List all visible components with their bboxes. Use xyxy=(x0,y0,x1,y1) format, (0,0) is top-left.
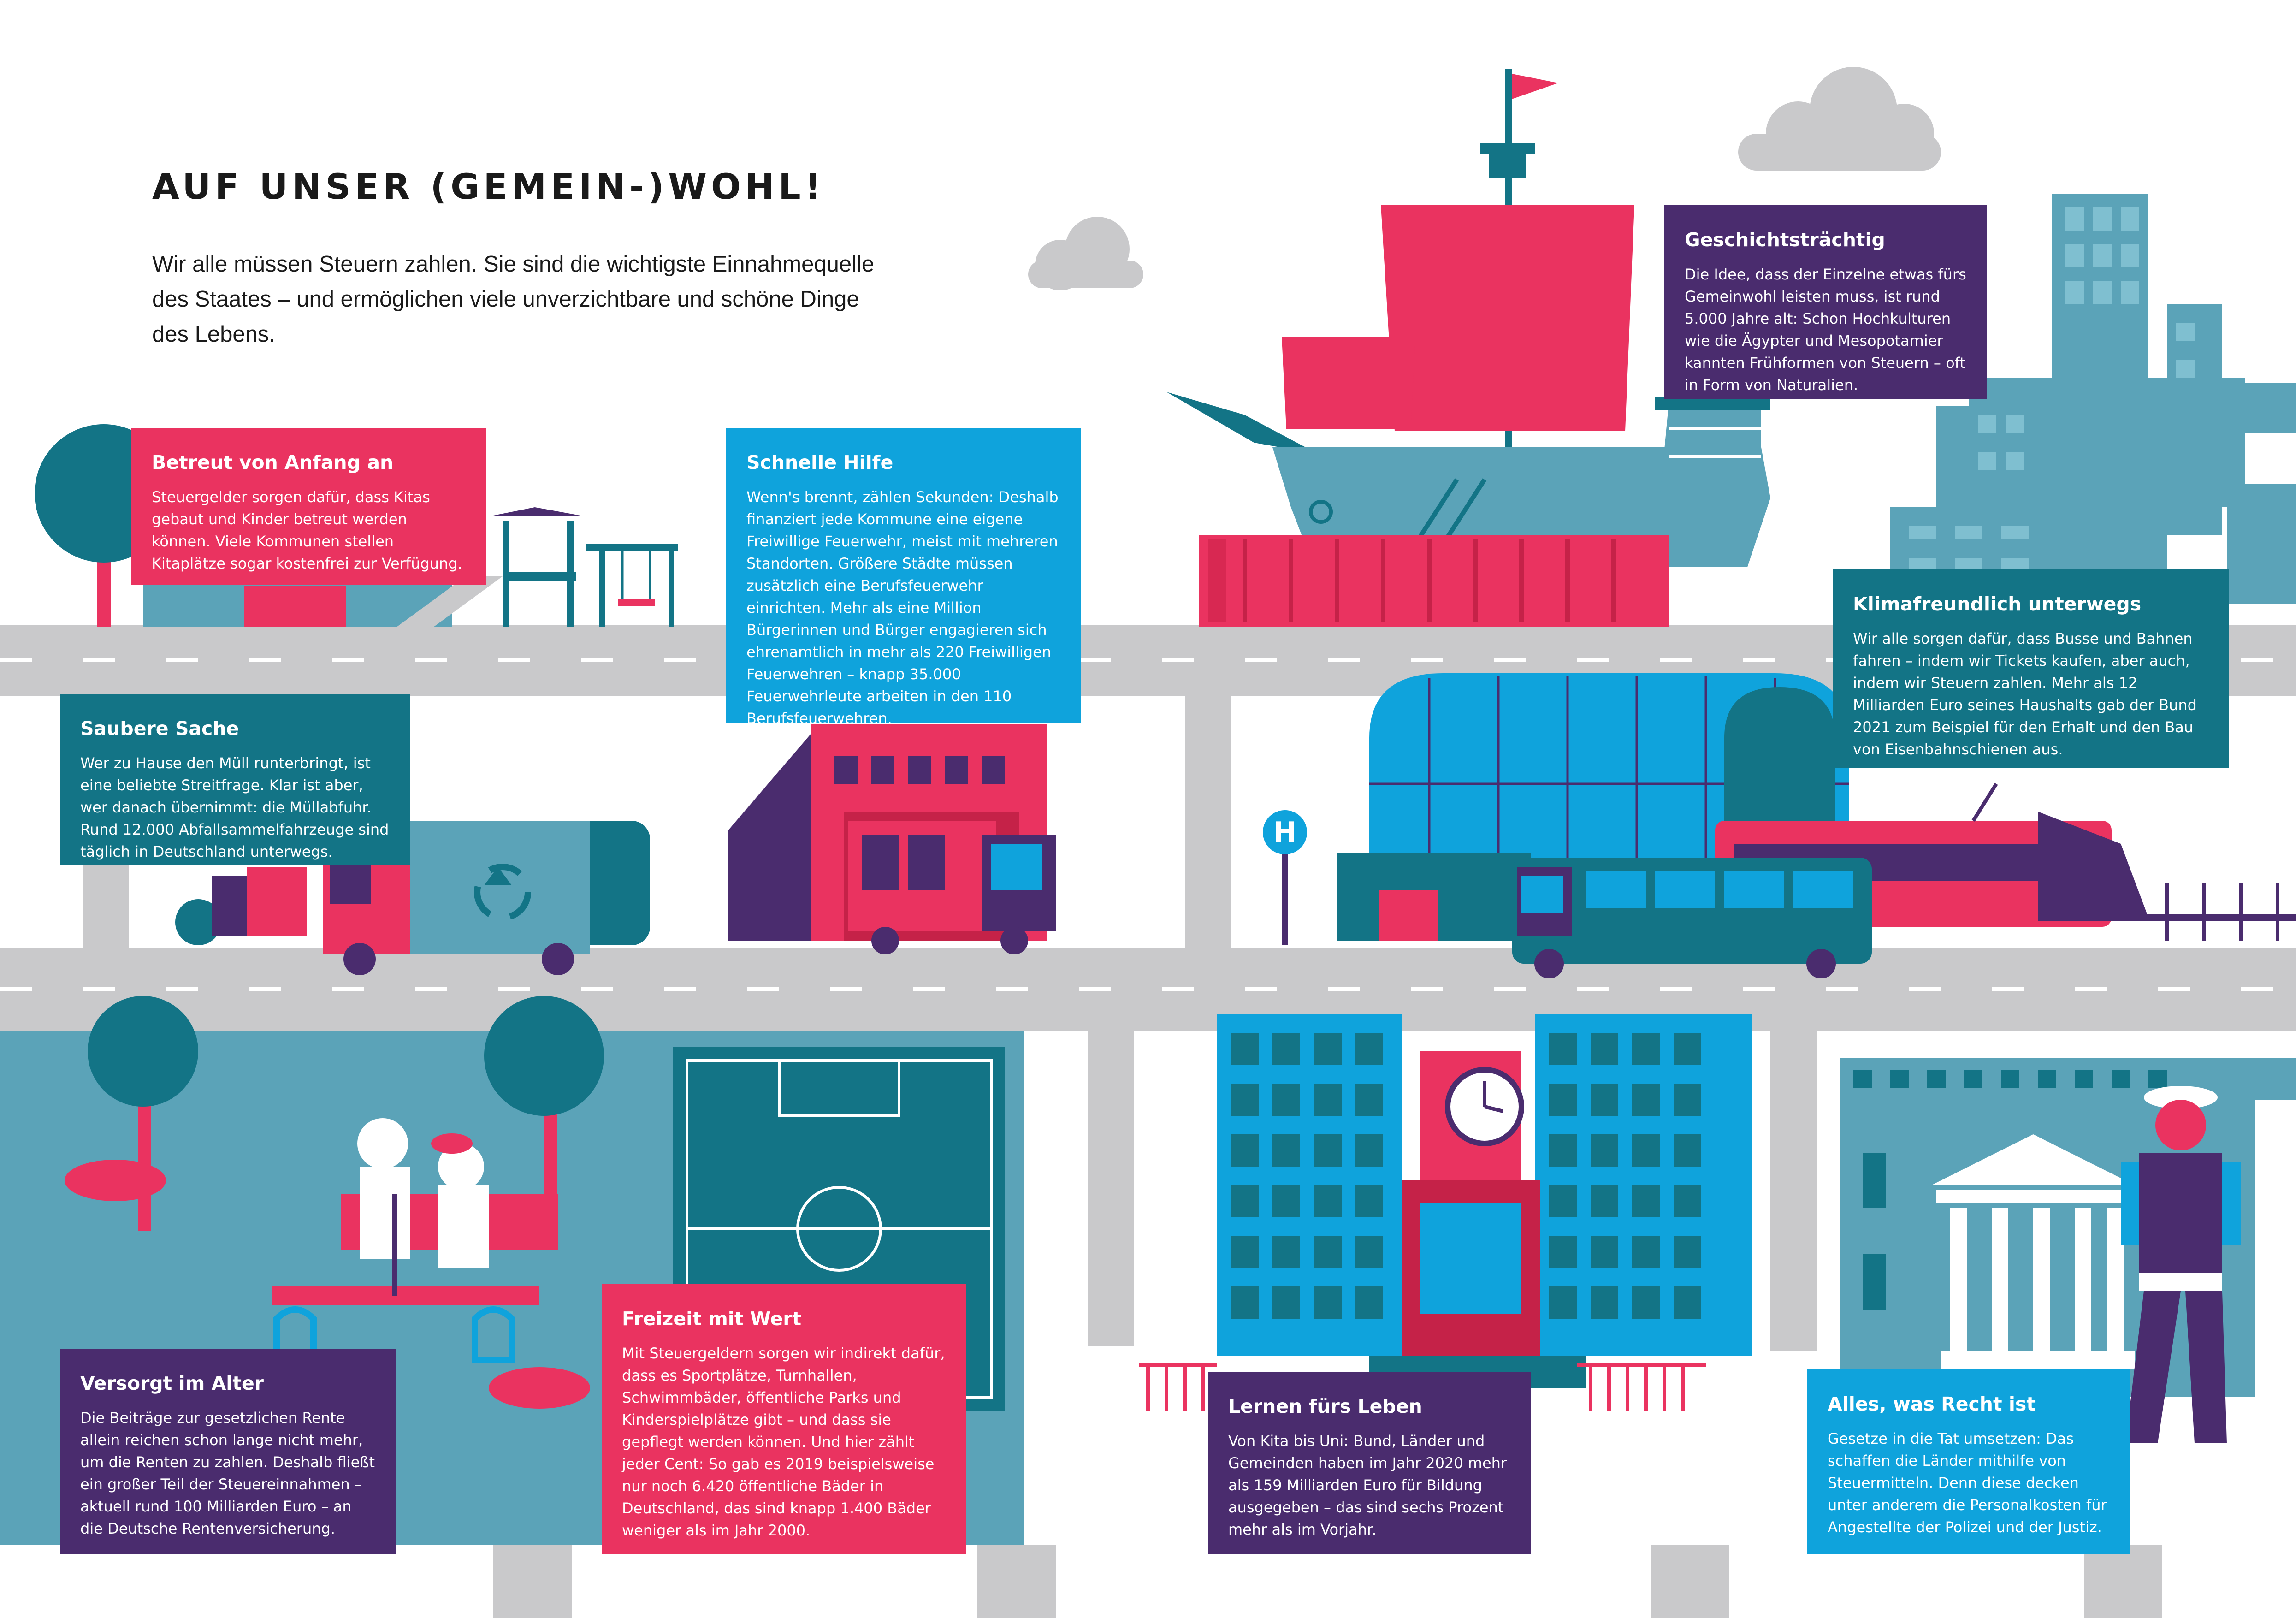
grandfather xyxy=(438,1144,484,1190)
road-vertical-right xyxy=(1770,1014,1817,1351)
main-sail xyxy=(1381,205,1634,431)
info-box-title: Alles, was Recht ist xyxy=(1828,1393,2036,1415)
road-vertical-center xyxy=(1185,673,1231,959)
info-box-feuerwehr: Schnelle Hilfe Wenn's brennt, zählen Sek… xyxy=(726,428,1081,723)
playground-roof xyxy=(489,507,586,516)
info-box-title: Freizeit mit Wert xyxy=(622,1308,802,1330)
intro-text: Wir alle müssen Steuern zahlen. Sie sind… xyxy=(152,252,875,347)
info-box-text: Gesetze in die Tat umsetzen: Das schaffe… xyxy=(1828,1430,2107,1536)
swing-seat xyxy=(618,599,655,606)
garbage-bag xyxy=(175,899,221,945)
info-box-text: Die Idee, dass der Einzelne etwas fürs G… xyxy=(1685,266,1966,394)
walking-stick xyxy=(392,1194,397,1296)
clouds xyxy=(1028,67,1941,290)
info-box-klima: Klimafreundlich unterwegs Wir alle sorge… xyxy=(1833,569,2229,768)
page-title: AUF UNSER (GEMEIN-)WOHL! xyxy=(152,166,825,207)
info-box-bildung: Lernen fürs Leben Von Kita bis Uni: Bund… xyxy=(1208,1372,1531,1554)
road-bottom-center xyxy=(977,1545,1056,1618)
info-box-title: Schnelle Hilfe xyxy=(746,451,894,474)
info-box-title: Betreut von Anfang an xyxy=(152,451,394,474)
cloud-left xyxy=(1028,217,1143,290)
info-box-geschichte: Geschichtsträchtig Die Idee, dass der Ei… xyxy=(1664,205,1987,399)
bus-stop-sign xyxy=(1263,810,1307,854)
swing-frame xyxy=(586,544,678,551)
road-bottom-left xyxy=(493,1545,572,1618)
info-box-title: Geschichtsträchtig xyxy=(1685,229,1885,251)
info-box-text: Wir alle sorgen dafür, dass Busse und Ba… xyxy=(1853,630,2197,758)
info-box-recht: Alles, was Recht ist Gesetze in die Tat … xyxy=(1807,1369,2130,1554)
road-bottom-right xyxy=(1651,1545,1729,1618)
police-officer xyxy=(2121,1086,2241,1443)
ship-flag xyxy=(1512,74,1558,99)
court-scene xyxy=(1840,1058,2296,1443)
info-box-rente: Versorgt im Alter Die Beiträge zur geset… xyxy=(60,1349,396,1554)
info-box-title: Saubere Sache xyxy=(80,717,239,740)
slide xyxy=(396,576,503,627)
school-scene xyxy=(1139,1014,1752,1411)
fire-station-scene xyxy=(728,724,1056,954)
info-box-title: Versorgt im Alter xyxy=(80,1372,264,1394)
harbour-container xyxy=(1199,535,1669,627)
bus-stop-label: H xyxy=(1273,816,1297,848)
road-vertical-mid xyxy=(1088,1014,1134,1346)
truck-body xyxy=(396,821,590,954)
grandmother xyxy=(357,1118,408,1169)
bench-seat xyxy=(272,1286,539,1305)
info-box-text: Die Beiträge zur gesetzlichen Rente alle… xyxy=(80,1409,375,1537)
info-box-text: Steuergelder sorgen dafür, dass Kitas ge… xyxy=(152,488,462,572)
info-box-text: Wenn's brennt, zählen Sekunden: Deshalb … xyxy=(746,488,1059,723)
info-box-freizeit: Freizeit mit Wert Mit Steuergeldern sorg… xyxy=(602,1284,966,1554)
info-box-muell: Saubere Sache Wer zu Hause den Müll runt… xyxy=(60,694,410,865)
road-bottom-far xyxy=(2084,1545,2162,1618)
info-box-title: Lernen fürs Leben xyxy=(1228,1395,1422,1417)
recycle-icon xyxy=(484,867,512,885)
info-box-text: Mit Steuergeldern sorgen wir indirekt da… xyxy=(622,1345,945,1539)
front-sail xyxy=(1282,337,1415,429)
train-station-scene xyxy=(1263,673,2296,978)
garbage-scene xyxy=(175,821,650,975)
info-box-text: Wer zu Hause den Müll runterbringt, ist … xyxy=(80,754,389,860)
anchor-icon xyxy=(1309,500,1333,524)
cap xyxy=(431,1133,473,1154)
info-box-text: Von Kita bis Uni: Bund, Länder und Gemei… xyxy=(1228,1432,1507,1538)
cloud-right xyxy=(1738,67,1941,171)
info-box-title: Klimafreundlich unterwegs xyxy=(1853,593,2142,615)
bin-pink xyxy=(247,867,307,936)
info-box-kita: Betreut von Anfang an Steuergelder sorge… xyxy=(131,428,486,585)
court-pediment xyxy=(1932,1134,2135,1185)
